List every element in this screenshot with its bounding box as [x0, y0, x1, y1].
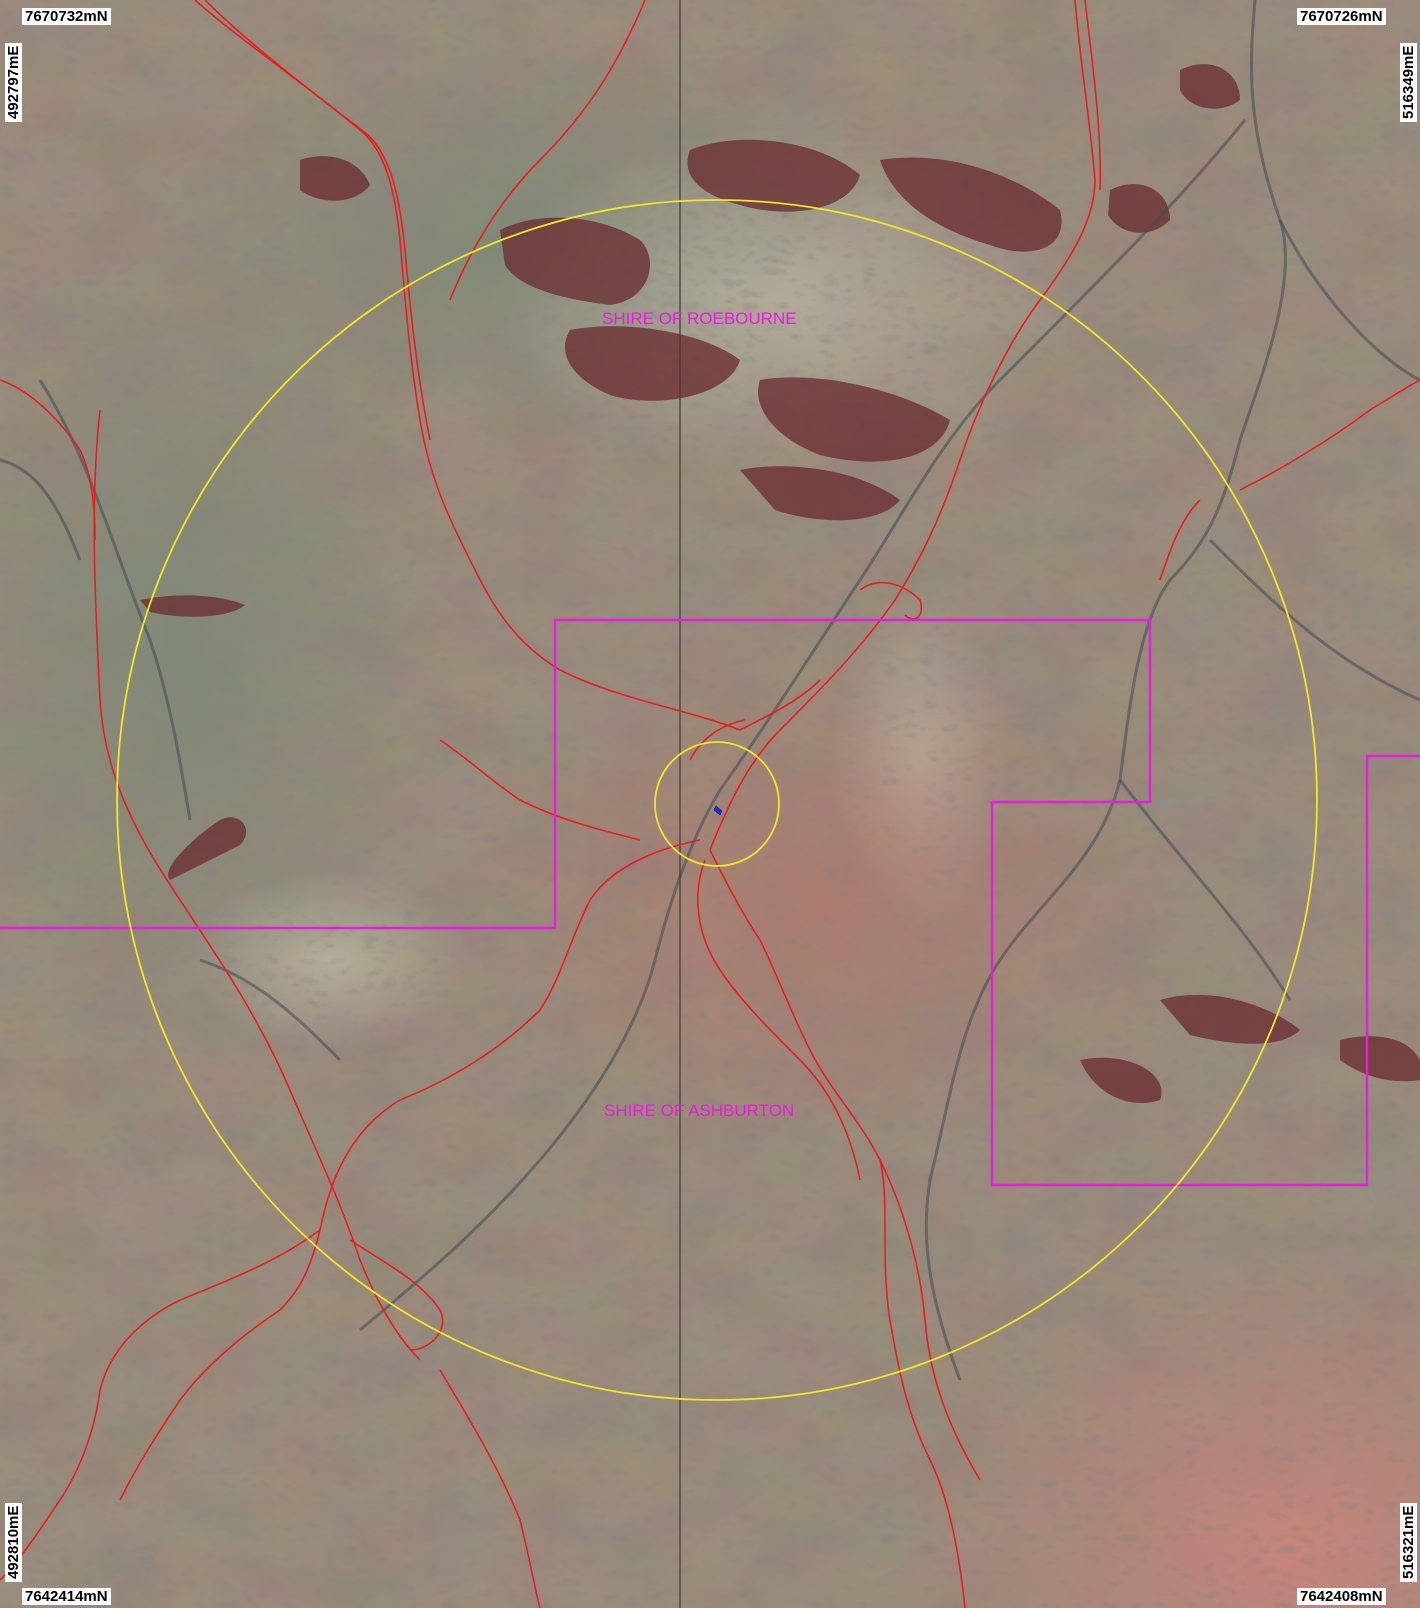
easting-label-top-left: 492797mE	[5, 42, 22, 122]
inner-buffer-circle	[654, 741, 780, 867]
northing-label-top-right: 7670726mN	[1297, 8, 1386, 25]
easting-label-bottom-right: 516321mE	[1400, 1502, 1417, 1582]
easting-label-top-right: 516349mE	[1400, 42, 1417, 122]
site-marker[interactable]	[713, 805, 723, 816]
region-label-north: SHIRE OF ROEBOURNE	[602, 309, 797, 328]
rock-outcrops	[140, 64, 1420, 1104]
northing-label-bottom-right: 7642408mN	[1297, 1588, 1386, 1605]
northing-label-top-left: 7670732mN	[22, 8, 111, 25]
shire-boundary	[0, 618, 1420, 1187]
northing-label-bottom-left: 7642414mN	[22, 1588, 111, 1605]
region-label-south: SHIRE OF ASHBURTON	[604, 1101, 795, 1120]
outer-buffer-circle	[116, 199, 1318, 1401]
easting-label-bottom-left: 492810mE	[5, 1502, 22, 1582]
drainage-channels	[0, 0, 1420, 1381]
